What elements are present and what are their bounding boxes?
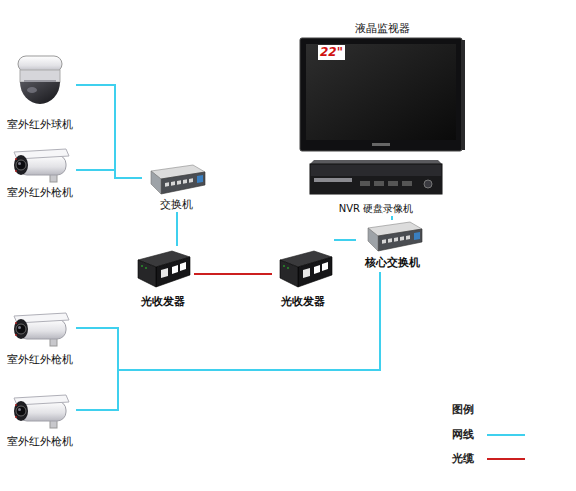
device-node: 室外红外枪机 xyxy=(4,148,76,200)
bullet-camera xyxy=(14,395,69,428)
monitor-icon xyxy=(372,143,390,146)
network-cable xyxy=(76,272,380,410)
network-cable xyxy=(76,85,142,178)
nvr-icon xyxy=(360,181,370,186)
size-label: 22" xyxy=(318,45,345,60)
legend-sample xyxy=(487,434,525,436)
nvr-icon xyxy=(310,160,442,164)
nvr-icon xyxy=(374,181,384,186)
device-label: 室外红外枪机 xyxy=(4,435,76,449)
nvr-icon xyxy=(402,181,412,186)
device-label: NVR 硬盘录像机 xyxy=(306,202,446,216)
device-node: 室外红外枪机 xyxy=(4,312,76,368)
bullet-camera xyxy=(14,149,69,182)
device-node: 室外红外球机 xyxy=(4,52,76,134)
legend-heading: 图例 xyxy=(452,403,474,417)
fiber-cable xyxy=(194,273,272,275)
nvr-icon xyxy=(310,160,442,194)
nvr-icon xyxy=(424,180,432,188)
device-label: 室外红外球机 xyxy=(4,118,76,132)
bullet-camera xyxy=(14,313,69,346)
legend-sample xyxy=(487,458,525,460)
device-node: 核心交换机 xyxy=(356,220,428,272)
device-label: 室外红外枪机 xyxy=(4,186,76,200)
switch-icon xyxy=(368,222,422,251)
network-cable xyxy=(76,272,380,370)
nvr-icon xyxy=(388,181,398,186)
device-label: 光收发器 xyxy=(132,295,194,309)
network-cable xyxy=(76,170,142,178)
device-label: 液晶监视器 xyxy=(298,22,466,36)
device-label: 核心交换机 xyxy=(356,256,428,270)
dome-camera xyxy=(27,87,37,93)
legend-text: 网线 xyxy=(452,428,474,442)
legend-sample xyxy=(487,435,525,459)
device-node: 光收发器 xyxy=(132,246,194,310)
device-label: 光收发器 xyxy=(272,295,334,309)
nvr-icon xyxy=(310,164,442,194)
nvr-icon xyxy=(310,176,442,194)
network-cable xyxy=(334,239,356,241)
network-cable xyxy=(176,212,178,246)
device-node: 室外红外枪机 xyxy=(4,394,76,450)
dome-camera xyxy=(20,70,60,82)
device-node: 交换机 xyxy=(142,160,210,212)
switch-icon xyxy=(151,165,205,194)
network-cable xyxy=(391,216,393,220)
device-label: 室外红外枪机 xyxy=(4,353,76,367)
monitor-icon xyxy=(300,38,462,151)
transceiver-icon xyxy=(280,251,332,287)
dome-camera xyxy=(20,82,60,104)
device-node: 液晶监视器 22" xyxy=(298,18,466,152)
dome-camera xyxy=(18,56,62,104)
transceiver-icon xyxy=(138,251,190,287)
device-node: NVR 硬盘录像机 xyxy=(306,158,446,216)
monitor-icon xyxy=(306,44,456,140)
monitor-icon xyxy=(300,38,465,151)
device-label: 交换机 xyxy=(142,198,210,212)
legend-text: 光缆 xyxy=(452,452,474,466)
monitor-icon xyxy=(462,40,465,150)
nvr-icon xyxy=(314,178,352,182)
device-node: 光收发器 xyxy=(272,246,334,310)
